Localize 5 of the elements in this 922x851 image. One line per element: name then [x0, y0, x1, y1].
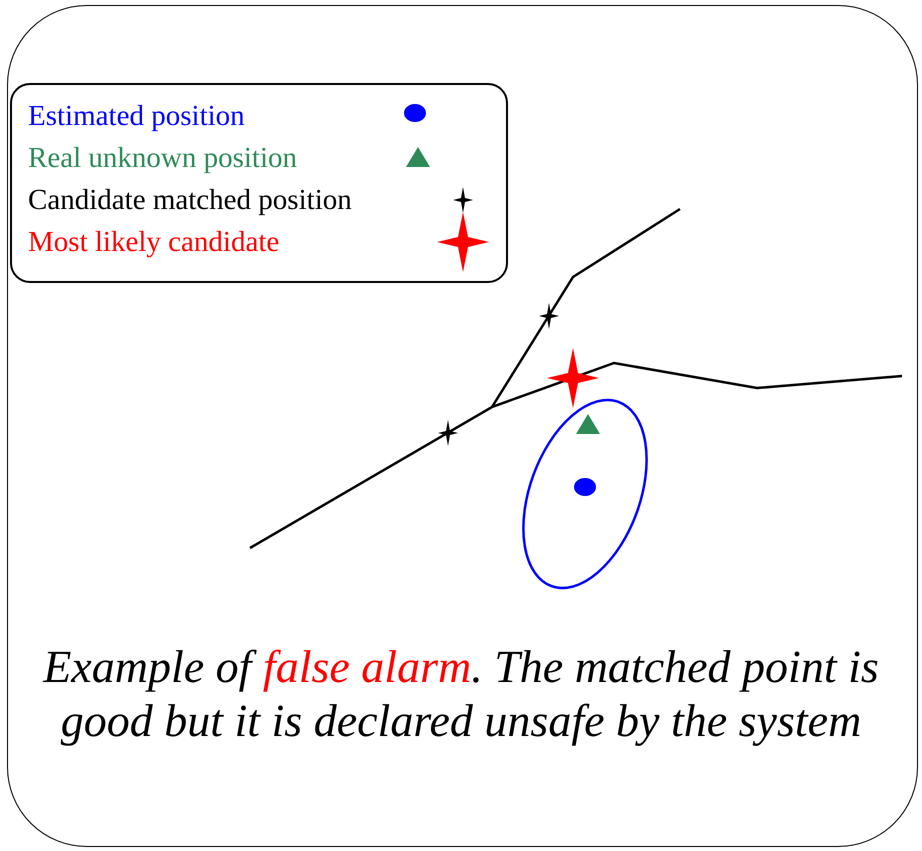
caption: Example of false alarm. The matched point is good but it is declared unsafe by the system	[42, 640, 880, 748]
legend-label: Candidate matched position	[28, 183, 352, 217]
legend-label: Estimated position	[28, 99, 245, 133]
legend-label: Real unknown position	[28, 141, 298, 175]
legend-label: Most likely candidate	[28, 225, 280, 259]
